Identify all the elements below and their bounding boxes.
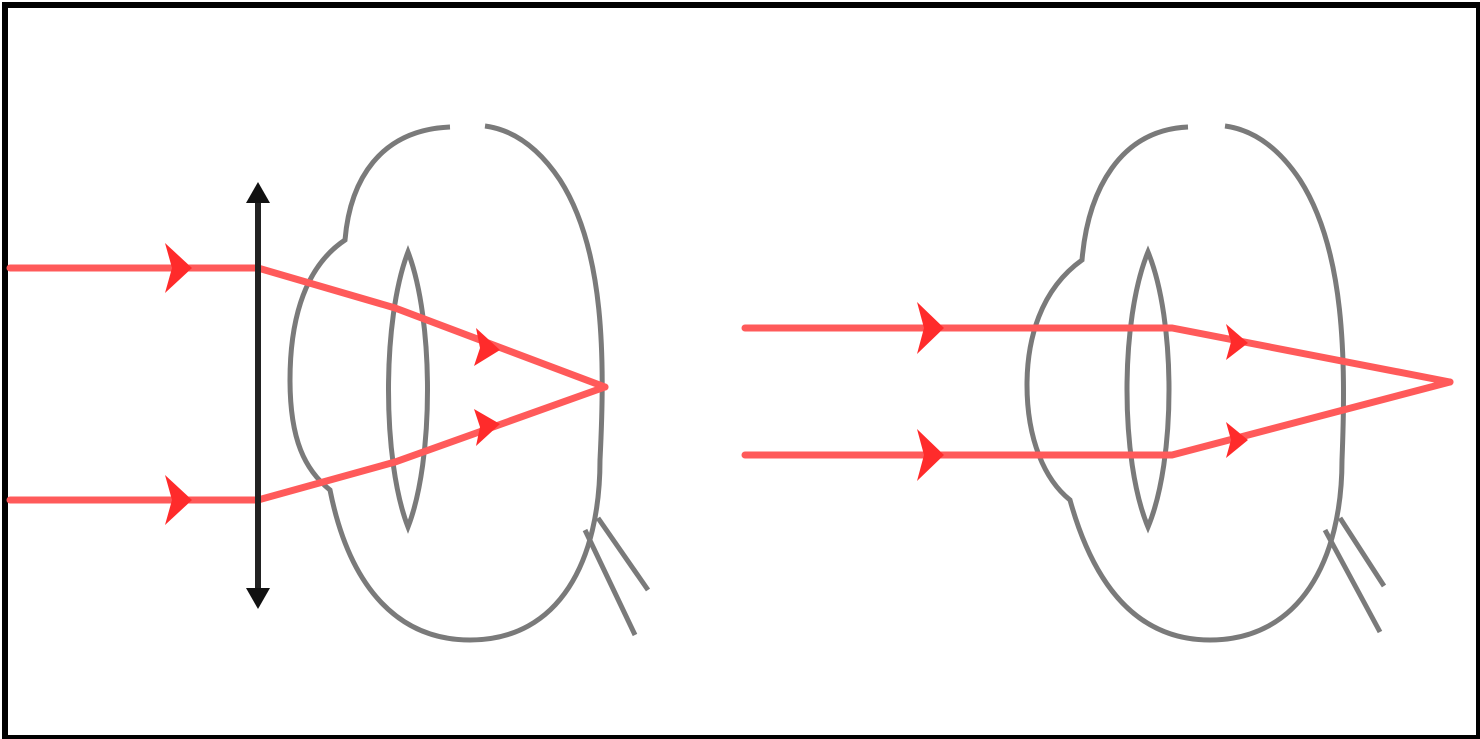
frame-border: [5, 5, 1479, 738]
